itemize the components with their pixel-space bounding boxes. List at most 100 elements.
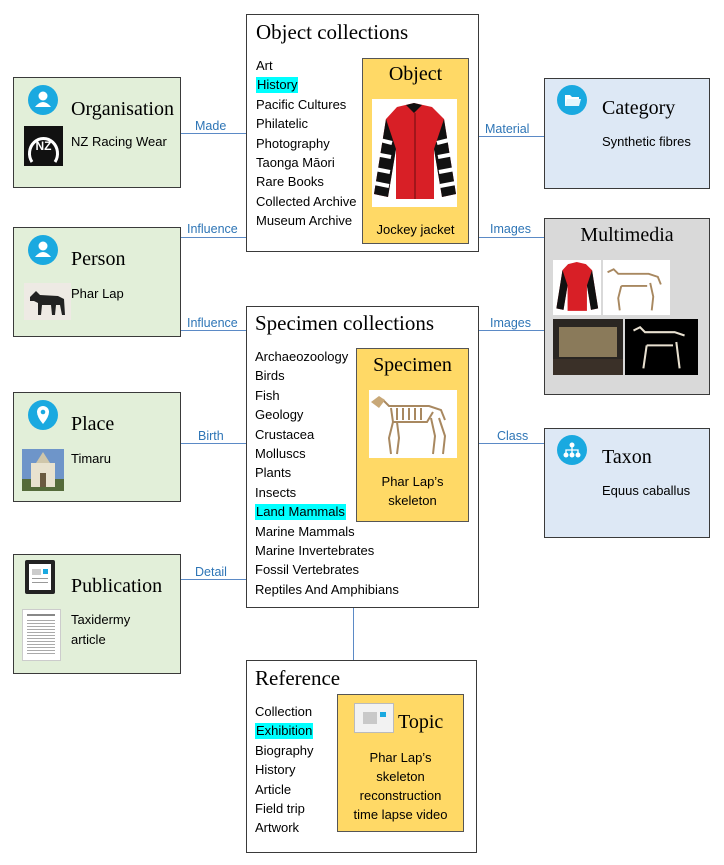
link-label-class: Class [497,429,529,443]
object-card[interactable]: Object Jockey jacket [362,58,469,244]
list-item[interactable]: Land Mammals [255,504,346,521]
category-text: Synthetic fibres [602,134,691,149]
skeleton-photo [625,319,698,375]
topic-card[interactable]: Topic Phar Lap’s skeleton reconstruction… [337,694,464,832]
list-item[interactable]: Article [255,781,292,797]
list-item[interactable]: Insects [255,484,297,500]
list-item[interactable]: Field trip [255,801,305,817]
list-item[interactable]: Exhibition [255,723,314,740]
person-icon [28,85,58,115]
jockey-jacket-image [553,260,601,315]
connector-influence-top [181,237,246,238]
taxon-text: Equus caballus [602,483,691,498]
skeleton-image [369,390,457,458]
list-item[interactable]: Geology [255,407,304,423]
place-text: Timaru [71,451,111,466]
list-item[interactable]: Marine Invertebrates [255,543,375,559]
list-item[interactable]: History [255,762,296,778]
list-item[interactable]: Reptiles And Amphibians [255,581,399,597]
list-item[interactable]: Marine Mammals [255,523,355,539]
topic-caption-line: skeleton [376,769,425,784]
object-card-title: Object [388,63,443,85]
connector-reference [353,608,354,660]
jockey-jacket-image [372,99,457,207]
specimen-caption-line1: Phar Lap’s [381,474,444,489]
list-item[interactable]: Rare Books [256,174,324,190]
specimen-collections-title: Specimen collections [255,311,435,335]
place-title: Place [71,413,115,435]
church-image [22,449,64,491]
list-item[interactable]: Molluscs [255,446,306,462]
connector-images-bottom [478,330,544,331]
list-item[interactable]: Fossil Vertebrates [255,562,360,578]
connector-detail [181,579,246,580]
specimen-caption-line2: skeleton [388,493,437,508]
link-label-images-top: Images [490,222,531,236]
list-item[interactable]: Birds [255,368,285,384]
multimedia-title: Multimedia [580,224,674,246]
list-item[interactable]: Archaeozoology [255,349,349,364]
organisation-text: NZ Racing Wear [71,134,167,149]
topic-card-title: Topic [398,711,444,733]
reference-list: Collection Exhibition Biography History … [255,702,314,838]
object-collections-box: Object collections Art History Pacific C… [246,14,479,252]
connector-influence-bottom [181,330,246,331]
list-item[interactable]: History [256,77,299,94]
list-item[interactable]: Photography [256,135,330,151]
list-item[interactable]: Artwork [255,820,300,836]
object-caption: Jockey jacket [376,222,455,237]
list-item[interactable]: Pacific Cultures [256,96,347,112]
list-item[interactable]: Fish [255,387,280,403]
document-icon [354,703,394,733]
list-item[interactable]: Collection [255,704,313,719]
list-item[interactable]: Art [256,58,273,73]
connector-birth [181,443,246,444]
list-item[interactable]: Philatelic [256,116,309,132]
place-box[interactable]: Place Timaru [13,392,181,502]
link-label-influence-top: Influence [187,222,238,236]
location-pin-icon [28,400,58,430]
link-label-made: Made [195,119,227,133]
list-item[interactable]: Taonga Māori [256,155,335,171]
article-image [22,609,61,661]
hierarchy-icon [557,435,587,465]
exhibition-photo [553,319,623,375]
publication-box[interactable]: Publication Taxidermy article [13,554,181,674]
reference-title: Reference [255,666,341,690]
connector-material [478,136,544,137]
multimedia-box[interactable]: Multimedia [544,218,710,395]
list-item[interactable]: Crustacea [255,426,315,442]
category-title: Category [602,97,676,119]
specimen-card[interactable]: Specimen Phar Lap’s skeleton [356,348,469,522]
topic-caption-line: reconstruction [359,788,442,803]
publication-text-line2: article [71,632,106,647]
horse-image [24,283,71,320]
topic-caption-line: Phar Lap’s [369,750,432,765]
object-collections-list: Art History Pacific Cultures Philatelic … [256,56,356,231]
person-text: Phar Lap [71,286,124,301]
specimen-card-title: Specimen [373,354,452,376]
document-icon [25,560,55,594]
taxon-box[interactable]: Taxon Equus caballus [544,428,710,538]
list-item[interactable]: Museum Archive [256,213,353,229]
link-label-detail: Detail [195,565,227,579]
connector-images-top [478,237,544,238]
connector-made [181,133,246,134]
link-label-images-bottom: Images [490,316,531,330]
link-label-birth: Birth [198,429,224,443]
specimen-collections-list: Archaeozoology Birds Fish Geology Crusta… [255,347,399,599]
publication-text-line1: Taxidermy [71,612,131,627]
object-collections-title: Object collections [256,20,409,44]
skeleton-image [603,260,670,315]
list-item[interactable]: Collected Archive [256,193,357,209]
list-item[interactable]: Plants [255,465,292,481]
organisation-box[interactable]: Organisation NZ NZ Racing Wear [13,77,181,188]
publication-title: Publication [71,575,163,597]
category-box[interactable]: Category Synthetic fibres [544,78,710,189]
person-box[interactable]: Person Phar Lap [13,227,181,337]
logo-text: NZ [35,139,52,153]
organisation-title: Organisation [71,98,174,120]
taxon-title: Taxon [602,446,652,468]
list-item[interactable]: Biography [255,742,314,758]
person-icon [28,235,58,265]
